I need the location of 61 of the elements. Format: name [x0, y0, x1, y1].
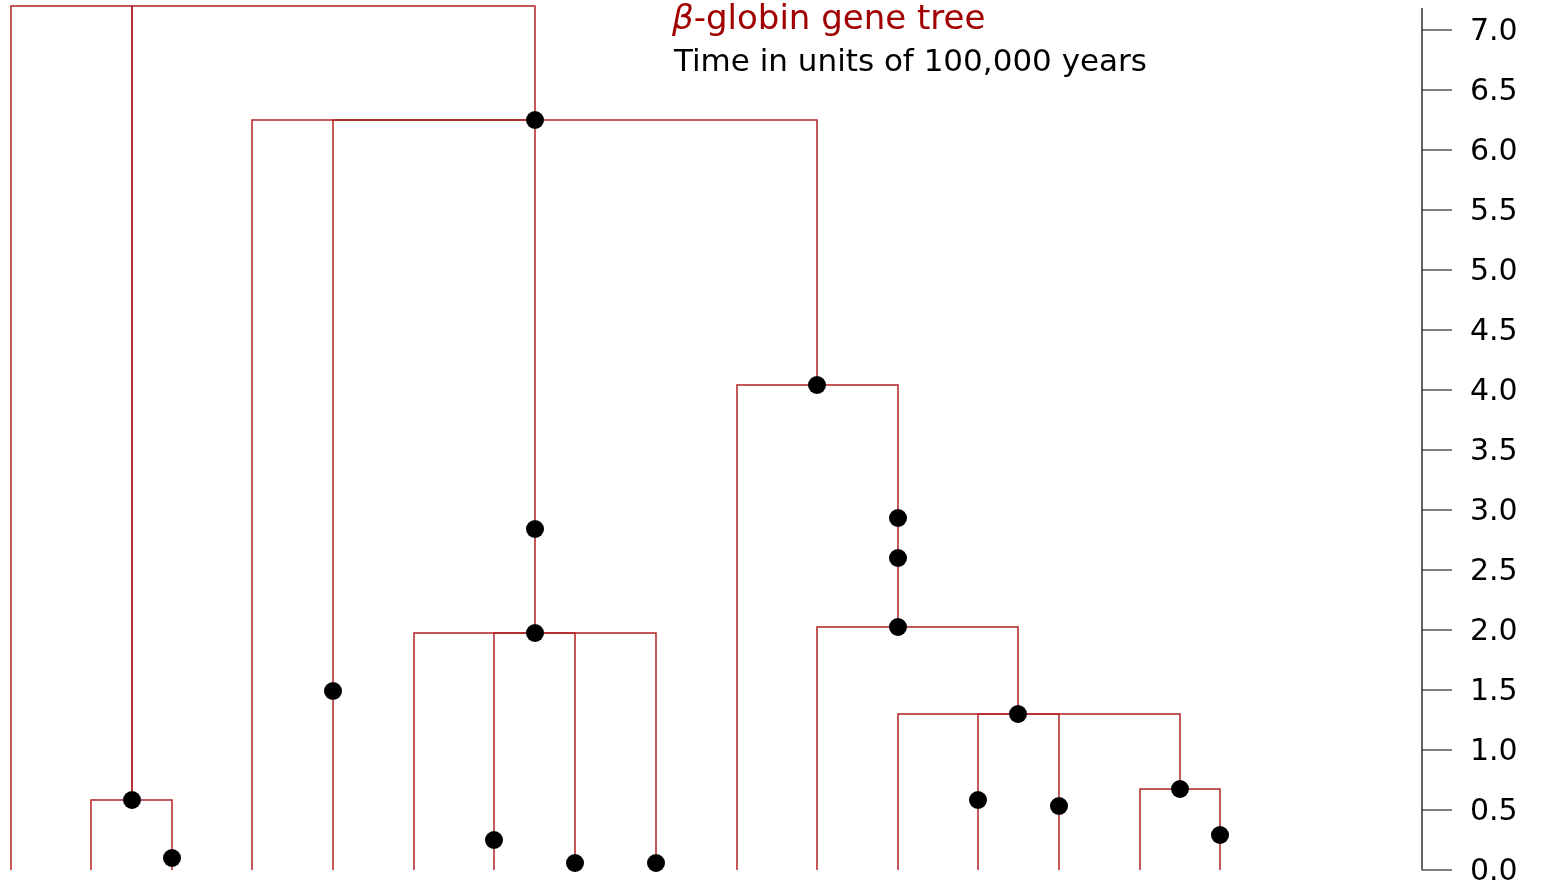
tree-branch — [1219, 843, 1221, 871]
title: β-globin gene tree — [672, 0, 986, 34]
node-dot — [324, 682, 342, 700]
tree-branch — [543, 119, 818, 377]
tick-label: 6.0 — [1470, 135, 1518, 165]
node-dot — [1211, 826, 1229, 844]
node-dot — [526, 111, 544, 129]
tick-label: 4.5 — [1470, 315, 1518, 345]
node-dot — [1171, 780, 1189, 798]
node-dot — [889, 509, 907, 527]
node-dot — [485, 831, 503, 849]
tree-branch — [897, 566, 899, 619]
tree-branch — [906, 626, 1019, 706]
tick-label: 2.0 — [1470, 615, 1518, 645]
tree-branch — [493, 632, 527, 832]
tree-branch — [10, 5, 133, 871]
node-dot — [526, 624, 544, 642]
tree-branch — [90, 799, 124, 871]
tick-label: 4.0 — [1470, 375, 1518, 405]
tree-branch — [977, 808, 979, 871]
tree-branch — [332, 119, 527, 683]
tree-branch — [534, 537, 536, 625]
node-dot — [889, 549, 907, 567]
node-dot — [889, 618, 907, 636]
tick-label: 1.0 — [1470, 735, 1518, 765]
tree-branch — [1139, 788, 1172, 871]
node-dot — [1050, 797, 1068, 815]
tick-label: 3.0 — [1470, 495, 1518, 525]
tree-branch — [825, 384, 899, 510]
node-dot — [1009, 705, 1027, 723]
tree-branch — [171, 866, 173, 871]
node-dot — [526, 520, 544, 538]
tick-label: 5.5 — [1470, 195, 1518, 225]
node-dot — [808, 376, 826, 394]
tree-branch — [543, 632, 657, 855]
tree-branch — [1026, 713, 1181, 781]
node-dot — [969, 791, 987, 809]
axis-title: Time in units of 100,000 years — [674, 45, 1147, 76]
tree-branch — [493, 848, 495, 871]
tick-label: 2.5 — [1470, 555, 1518, 585]
tree-branch — [1058, 814, 1060, 871]
node-dot — [647, 854, 665, 872]
tick-label: 6.5 — [1470, 75, 1518, 105]
tree-branch — [140, 799, 173, 850]
tree-branch — [897, 526, 899, 550]
node-dot — [566, 854, 584, 872]
tree-branch — [332, 699, 334, 871]
tick-label: 7.0 — [1470, 15, 1518, 45]
tick-label: 3.5 — [1470, 435, 1518, 465]
tick-label: 0.5 — [1470, 795, 1518, 825]
tree-branch — [977, 713, 1010, 792]
node-dot — [163, 849, 181, 867]
tick-label: 0.0 — [1470, 855, 1518, 885]
tree-branch — [131, 5, 536, 792]
tree-branch — [534, 128, 536, 521]
tick-label: 5.0 — [1470, 255, 1518, 285]
tree-branch — [1188, 788, 1221, 827]
tick-label: 1.5 — [1470, 675, 1518, 705]
tree-branch — [816, 626, 890, 871]
tree-branch — [736, 384, 809, 871]
node-dot — [123, 791, 141, 809]
